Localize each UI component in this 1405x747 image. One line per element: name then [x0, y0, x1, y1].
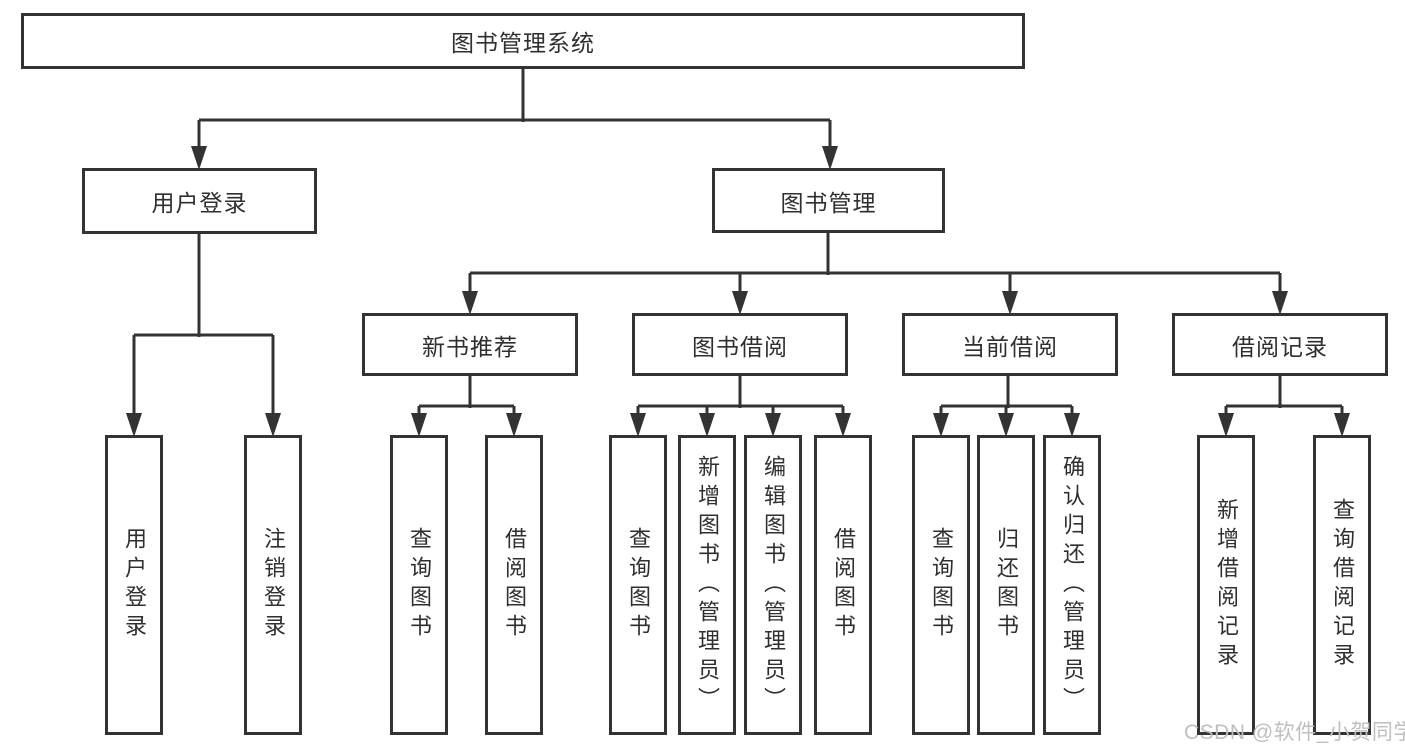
node-label: 查询图书	[626, 527, 651, 643]
node-borrowing-records: 借阅记录	[1172, 313, 1388, 376]
leaf-edit-books-admin: 编辑图书（管理员）	[744, 435, 802, 735]
leaf-query-books-recommend: 查询图书	[390, 435, 448, 735]
node-label: 查询借阅记录	[1330, 498, 1355, 672]
node-label: 借阅图书	[502, 527, 527, 643]
node-label: 图书借阅	[692, 333, 788, 360]
node-current-borrowing: 当前借阅	[902, 313, 1118, 376]
node-label: 归还图书	[994, 527, 1019, 643]
arrowheads	[126, 146, 1350, 437]
node-label: 借阅记录	[1232, 333, 1328, 360]
leaf-query-books-current: 查询图书	[912, 435, 970, 735]
leaf-borrow-books-borrowing: 借阅图书	[814, 435, 872, 735]
node-label: 确认归还（管理员）	[1060, 454, 1085, 716]
watermark-text: CSDN @软件_小贺同学	[1184, 721, 1405, 744]
leaf-user-login: 用户登录	[105, 435, 163, 735]
leaf-return-books: 归还图书	[977, 435, 1035, 735]
leaf-logout-login: 注销登录	[244, 435, 302, 735]
node-label: 图书管理系统	[451, 30, 595, 56]
node-user-login: 用户登录	[82, 168, 317, 234]
node-label: 编辑图书（管理员）	[761, 454, 786, 716]
node-label: 用户登录	[151, 190, 248, 216]
leaf-query-books-borrowing: 查询图书	[609, 435, 667, 735]
node-label: 当前借阅	[962, 333, 1058, 360]
node-book-management-system: 图书管理系统	[21, 13, 1025, 69]
node-label: 借阅图书	[831, 527, 856, 643]
connector-shafts	[132, 68, 1344, 419]
node-book-management: 图书管理	[712, 168, 945, 233]
node-label: 用户登录	[122, 527, 147, 643]
node-label: 注销登录	[261, 527, 286, 643]
leaf-confirm-return-admin: 确认归还（管理员）	[1043, 435, 1101, 735]
leaf-add-borrow-record: 新增借阅记录	[1197, 435, 1255, 735]
leaf-borrow-books-recommend: 借阅图书	[485, 435, 543, 735]
leaf-add-books-admin: 新增图书（管理员）	[678, 435, 736, 735]
node-label: 新增图书（管理员）	[695, 454, 720, 716]
node-label: 图书管理	[780, 189, 877, 216]
node-label: 查询图书	[407, 527, 432, 643]
node-label: 新书推荐	[422, 333, 518, 360]
node-new-book-recommendation: 新书推荐	[362, 313, 578, 376]
node-label: 新增借阅记录	[1214, 498, 1239, 672]
leaf-query-borrow-record: 查询借阅记录	[1313, 435, 1371, 735]
node-book-borrowing: 图书借阅	[632, 313, 848, 376]
node-label: 查询图书	[929, 527, 954, 643]
